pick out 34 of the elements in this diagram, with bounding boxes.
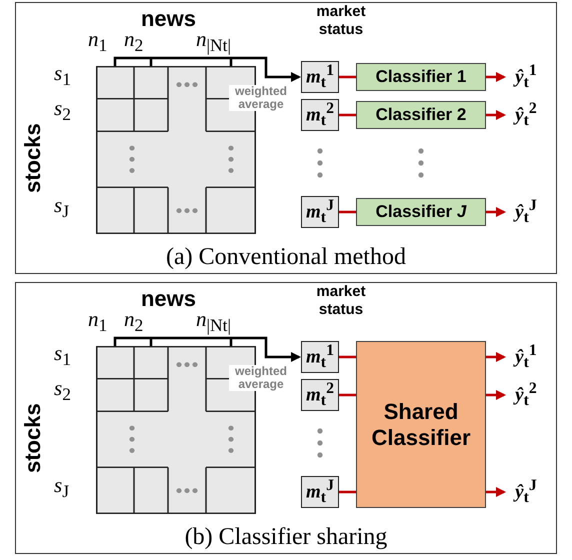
axis-title: stocks (20, 123, 46, 193)
row-label: s$_{J}$ (54, 473, 69, 502)
arrow (114, 56, 301, 82)
diagram-panel (15, 2, 557, 274)
connector-line (339, 394, 356, 396)
classifier-box: Classifier J (356, 198, 486, 226)
connector-line (339, 114, 356, 116)
row-label: s$_{1}$ (54, 341, 71, 370)
arrow (486, 207, 506, 217)
arrow (486, 72, 506, 82)
axis-title: stocks (20, 403, 46, 473)
connector-line (339, 490, 356, 494)
arrow (486, 110, 506, 120)
diagram-panel (15, 282, 557, 554)
connector-line (339, 356, 356, 358)
classifier-box: Classifier 2 (356, 101, 486, 129)
column-label: n$_{1}$ (88, 307, 108, 336)
classifier-box: Shared Classifier (356, 341, 486, 508)
heading: market status (315, 3, 367, 39)
connector-line (339, 210, 356, 214)
arrow (114, 336, 301, 362)
row-label: s$_{2}$ (54, 96, 71, 126)
classifier-box: Classifier 1 (356, 63, 486, 91)
arrow (486, 487, 506, 497)
column-label: n$_{1}$ (88, 27, 108, 56)
arrow (486, 352, 506, 362)
row-label: s$_{2}$ (54, 376, 71, 406)
arrow (486, 390, 506, 400)
panel-caption: (a) Conventional method (165, 243, 407, 271)
row-label: s$_{J}$ (54, 193, 69, 222)
heading: market status (315, 283, 367, 319)
connector-line (339, 76, 356, 78)
panel-caption: (b) Classifier sharing (184, 523, 388, 551)
row-label: s$_{1}$ (54, 61, 71, 90)
